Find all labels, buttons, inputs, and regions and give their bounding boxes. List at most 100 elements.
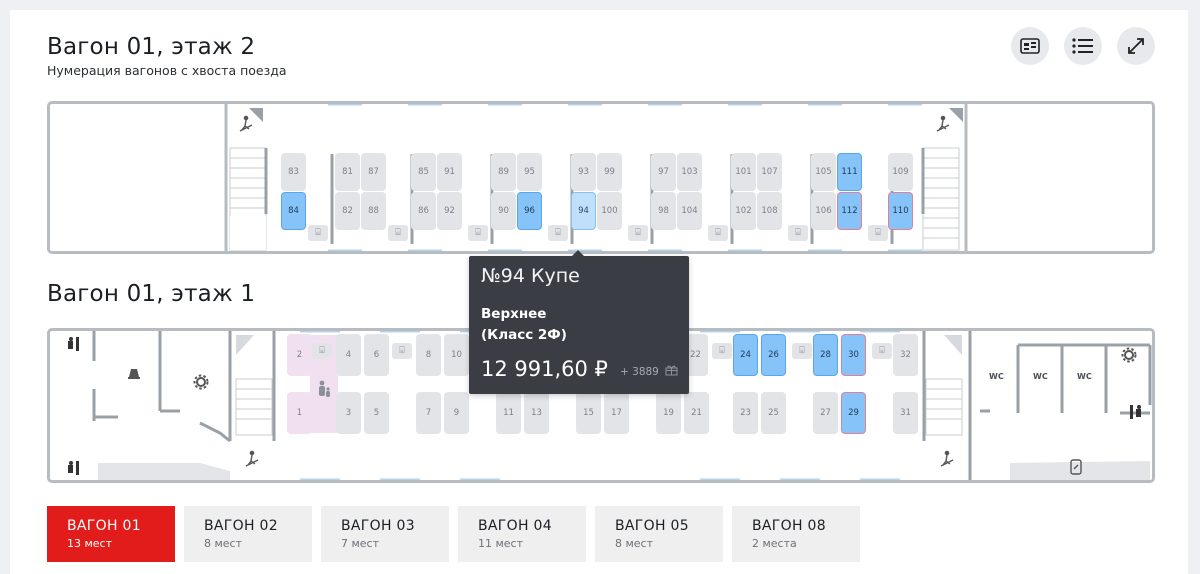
seat-109: 109: [888, 153, 913, 191]
wagon-tab-seat-count: 11 мест: [478, 537, 524, 550]
seat-27: 27: [813, 392, 838, 434]
seat-89: 89: [491, 153, 516, 191]
tooltip-description: Верхнее (Класс 2Ф): [481, 304, 567, 346]
seat-105: 105: [811, 153, 836, 191]
seat-102: 102: [731, 192, 756, 230]
wagon-tab-name: ВАГОН 03: [341, 518, 415, 534]
seat-99: 99: [597, 153, 622, 191]
seat-97: 97: [651, 153, 676, 191]
table-icon: ⌸: [708, 225, 728, 241]
seat-3: 3: [336, 392, 361, 434]
tooltip-bonus: + 3889: [620, 364, 678, 378]
seat-91: 91: [437, 153, 462, 191]
seat-8: 8: [416, 334, 441, 376]
seat-28[interactable]: 28: [813, 334, 838, 376]
seat-31: 31: [893, 392, 918, 434]
seat-4: 4: [336, 334, 361, 376]
lower-deck-title: Вагон 01, этаж 1: [47, 281, 256, 307]
table-icon: ⌸: [388, 225, 408, 241]
upper-deck-title: Вагон 01, этаж 2: [47, 34, 256, 60]
wc-label: WC: [1077, 372, 1092, 381]
seat-98: 98: [651, 192, 676, 230]
gift-icon: [665, 365, 678, 376]
wagon-tab-4[interactable]: ВАГОН 04 11 мест: [458, 506, 586, 562]
seat-7: 7: [416, 392, 441, 434]
seat-2: 2: [287, 334, 312, 376]
seat-111[interactable]: 111: [837, 153, 862, 191]
fullscreen-icon: [1128, 38, 1144, 54]
seat-95: 95: [517, 153, 542, 191]
wagon-tab-2[interactable]: ВАГОН 02 8 мест: [184, 506, 312, 562]
seat-96[interactable]: 96: [517, 192, 542, 230]
tooltip-class: (Класс 2Ф): [481, 327, 567, 343]
seat-82: 82: [335, 192, 360, 230]
wagon-tab-name: ВАГОН 04: [478, 518, 552, 534]
wagon-tab-name: ВАГОН 02: [204, 518, 278, 534]
seat-108: 108: [757, 192, 782, 230]
seat-21: 21: [684, 392, 709, 434]
seat-24[interactable]: 24: [733, 334, 758, 376]
seat-112[interactable]: 112: [837, 192, 862, 230]
seat-10: 10: [444, 334, 469, 376]
seat-19: 19: [656, 392, 681, 434]
wagon-tab-3[interactable]: ВАГОН 03 7 мест: [321, 506, 449, 562]
seat-30[interactable]: 30: [841, 334, 866, 376]
wagon-tab-6[interactable]: ВАГОН 08 2 места: [732, 506, 860, 562]
seat-85: 85: [411, 153, 436, 191]
table-icon: ⌸: [468, 225, 488, 241]
seat-6: 6: [364, 334, 389, 376]
seat-94[interactable]: 94: [571, 192, 596, 230]
seat-tooltip: №94 Купе Верхнее (Класс 2Ф) 12 991,60 ₽ …: [469, 250, 689, 394]
lower-deck-floorplan: [68, 331, 1152, 480]
seat-103: 103: [677, 153, 702, 191]
seat-9: 9: [444, 392, 469, 434]
seat-13: 13: [524, 392, 549, 434]
seat-106: 106: [811, 192, 836, 230]
wagon-numbering-note: Нумерация вагонов с хвоста поезда: [47, 63, 287, 78]
tooltip-berth: Верхнее: [481, 306, 547, 322]
seat-23: 23: [733, 392, 758, 434]
fullscreen-button[interactable]: [1117, 27, 1155, 65]
seat-11: 11: [496, 392, 521, 434]
wagon-tab-name: ВАГОН 08: [752, 518, 826, 534]
seat-15: 15: [576, 392, 601, 434]
wagon-tab-1[interactable]: ВАГОН 01 13 мест: [47, 506, 175, 562]
wagon-tab-seat-count: 8 мест: [204, 537, 243, 550]
list-view-button[interactable]: [1064, 27, 1102, 65]
seat-1: 1: [287, 392, 312, 434]
table-icon: ⌸: [872, 343, 892, 359]
seat-25: 25: [761, 392, 786, 434]
wc-label: WC: [1033, 372, 1048, 381]
wagon-tab-seat-count: 7 мест: [341, 537, 380, 550]
seat-90: 90: [491, 192, 516, 230]
seat-110[interactable]: 110: [888, 192, 913, 230]
tooltip-title: №94 Купе: [481, 265, 580, 287]
seat-86: 86: [411, 192, 436, 230]
wagon-tab-seat-count: 2 места: [752, 537, 797, 550]
table-icon: ⌸: [392, 343, 412, 359]
seat-83: 83: [281, 153, 306, 191]
layout-view-button[interactable]: [1011, 27, 1049, 65]
seat-29[interactable]: 29: [841, 392, 866, 434]
table-icon: ⌸: [628, 225, 648, 241]
wagon-tab-name: ВАГОН 01: [67, 518, 141, 534]
table-icon: ⌸: [788, 225, 808, 241]
seat-87: 87: [361, 153, 386, 191]
seat-100: 100: [597, 192, 622, 230]
tooltip-price: 12 991,60 ₽: [481, 357, 608, 381]
seat-26[interactable]: 26: [761, 334, 786, 376]
table-icon: ⌸: [312, 343, 332, 359]
seat-104: 104: [677, 192, 702, 230]
tooltip-bonus-value: + 3889: [620, 366, 659, 378]
seat-5: 5: [364, 392, 389, 434]
seat-81: 81: [335, 153, 360, 191]
seat-93: 93: [571, 153, 596, 191]
seat-88: 88: [361, 192, 386, 230]
layout-view-icon: [1020, 38, 1040, 54]
table-icon: ⌸: [712, 343, 732, 359]
wagon-tab-name: ВАГОН 05: [615, 518, 689, 534]
seat-84[interactable]: 84: [281, 192, 306, 230]
wagon-tab-seat-count: 13 мест: [67, 537, 113, 550]
